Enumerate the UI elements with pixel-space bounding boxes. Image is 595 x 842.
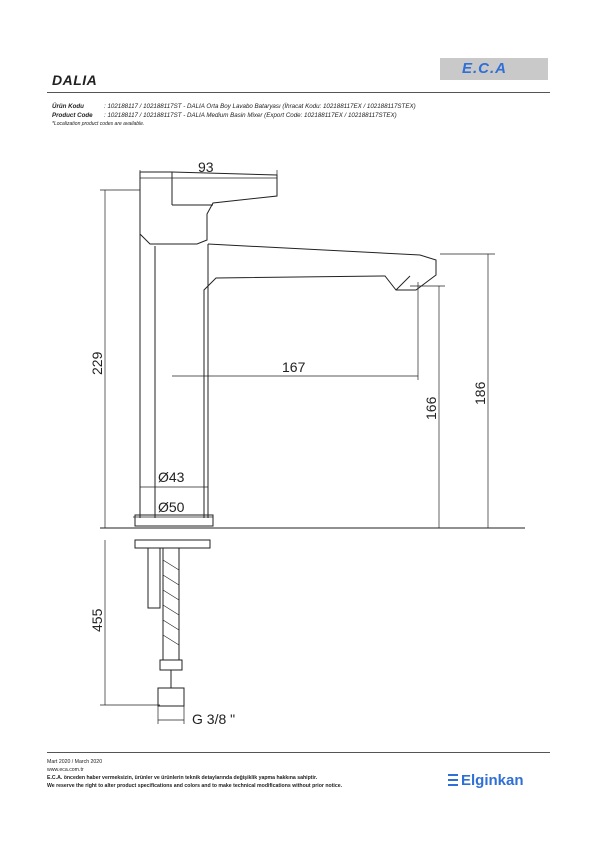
eca-logo-text: E.C.A — [462, 60, 508, 77]
footer-en-notice: We reserve the right to alter product sp… — [47, 783, 343, 789]
footer-tr-notice: E.C.A. önceden haber vermeksizin, ürünle… — [47, 775, 318, 781]
footer-date: Mart 2020 / March 2020 — [47, 759, 103, 765]
elginkan-logo: Elginkan — [448, 772, 524, 789]
product-codes: Ürün Kodu : 102188117 / 102188117ST - DAL… — [52, 102, 416, 129]
dim-total-height: 229 — [89, 351, 105, 375]
dim-hose-length: 455 — [89, 608, 105, 632]
en-code-label: Product Code — [52, 112, 93, 119]
hose-ferrule — [159, 659, 183, 671]
dim-inner-diameter: Ø43 — [158, 469, 185, 485]
dim-spout-reach: 167 — [282, 359, 306, 375]
localization-note: *Localization product codes are availabl… — [52, 121, 145, 127]
dim-connection: G 3/8 " — [192, 711, 235, 727]
dim-top-width: 93 — [198, 159, 214, 175]
mounting-plate — [134, 539, 211, 549]
elginkan-mark-icon — [448, 774, 458, 786]
hose-nut — [157, 687, 185, 707]
eca-logo: E.C.A — [440, 58, 548, 80]
footer-notes: Mart 2020 / March 2020 www.eca.com.tr E.… — [47, 758, 342, 790]
footer-website: www.eca.com.tr — [47, 767, 84, 773]
elginkan-logo-text: Elginkan — [461, 772, 524, 789]
spout-outline — [203, 243, 437, 518]
footer-divider — [47, 752, 550, 753]
dim-base-diameter: Ø50 — [158, 499, 185, 515]
mixer-body — [139, 234, 209, 518]
header-divider — [47, 92, 550, 93]
product-title: DALIA — [52, 72, 98, 88]
base-outline — [134, 514, 214, 527]
en-code-value: : 102188117 / 102188117ST - DALIA Medium… — [104, 112, 397, 119]
dim-spout-top-height: 186 — [472, 381, 488, 405]
handle-outline — [139, 171, 278, 245]
shank — [147, 548, 161, 609]
tr-code-value: : 102188117 / 102188117ST - DALIA Orta B… — [104, 103, 416, 110]
technical-drawing: 93 167 Ø43 Ø50 G 3/8 " 229 166 186 455 — [89, 159, 525, 727]
tr-code-label: Ürün Kodu — [52, 103, 84, 110]
dim-spout-height: 166 — [423, 396, 439, 420]
